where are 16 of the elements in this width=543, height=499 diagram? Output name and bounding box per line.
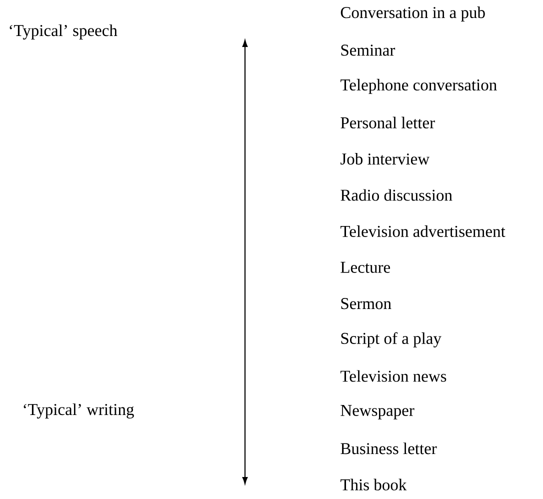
genre-label: Radio discussion [340,189,452,201]
genre-label: Conversation in a pub [340,6,485,22]
genre-label: Script of a play [341,332,442,348]
genre-label: Seminar [341,44,396,56]
genre-label: Telephone conversation [340,78,497,94]
genre-label: Television news [340,370,446,382]
genre-label: Business letter [340,442,437,454]
scale-end-label: ‘Typical’ speech [10,24,118,40]
scale-end-label: ‘Typical’ writing [24,404,134,418]
genre-label: Newspaper [340,405,414,420]
genre-label: Television advertisement [340,225,506,237]
genre-label: Lecture [340,262,390,273]
genre-label: Job interview [340,153,430,165]
genre-label: This book [340,478,407,490]
genre-label: Sermon [341,298,392,310]
genre-label: Personal letter [340,116,435,128]
